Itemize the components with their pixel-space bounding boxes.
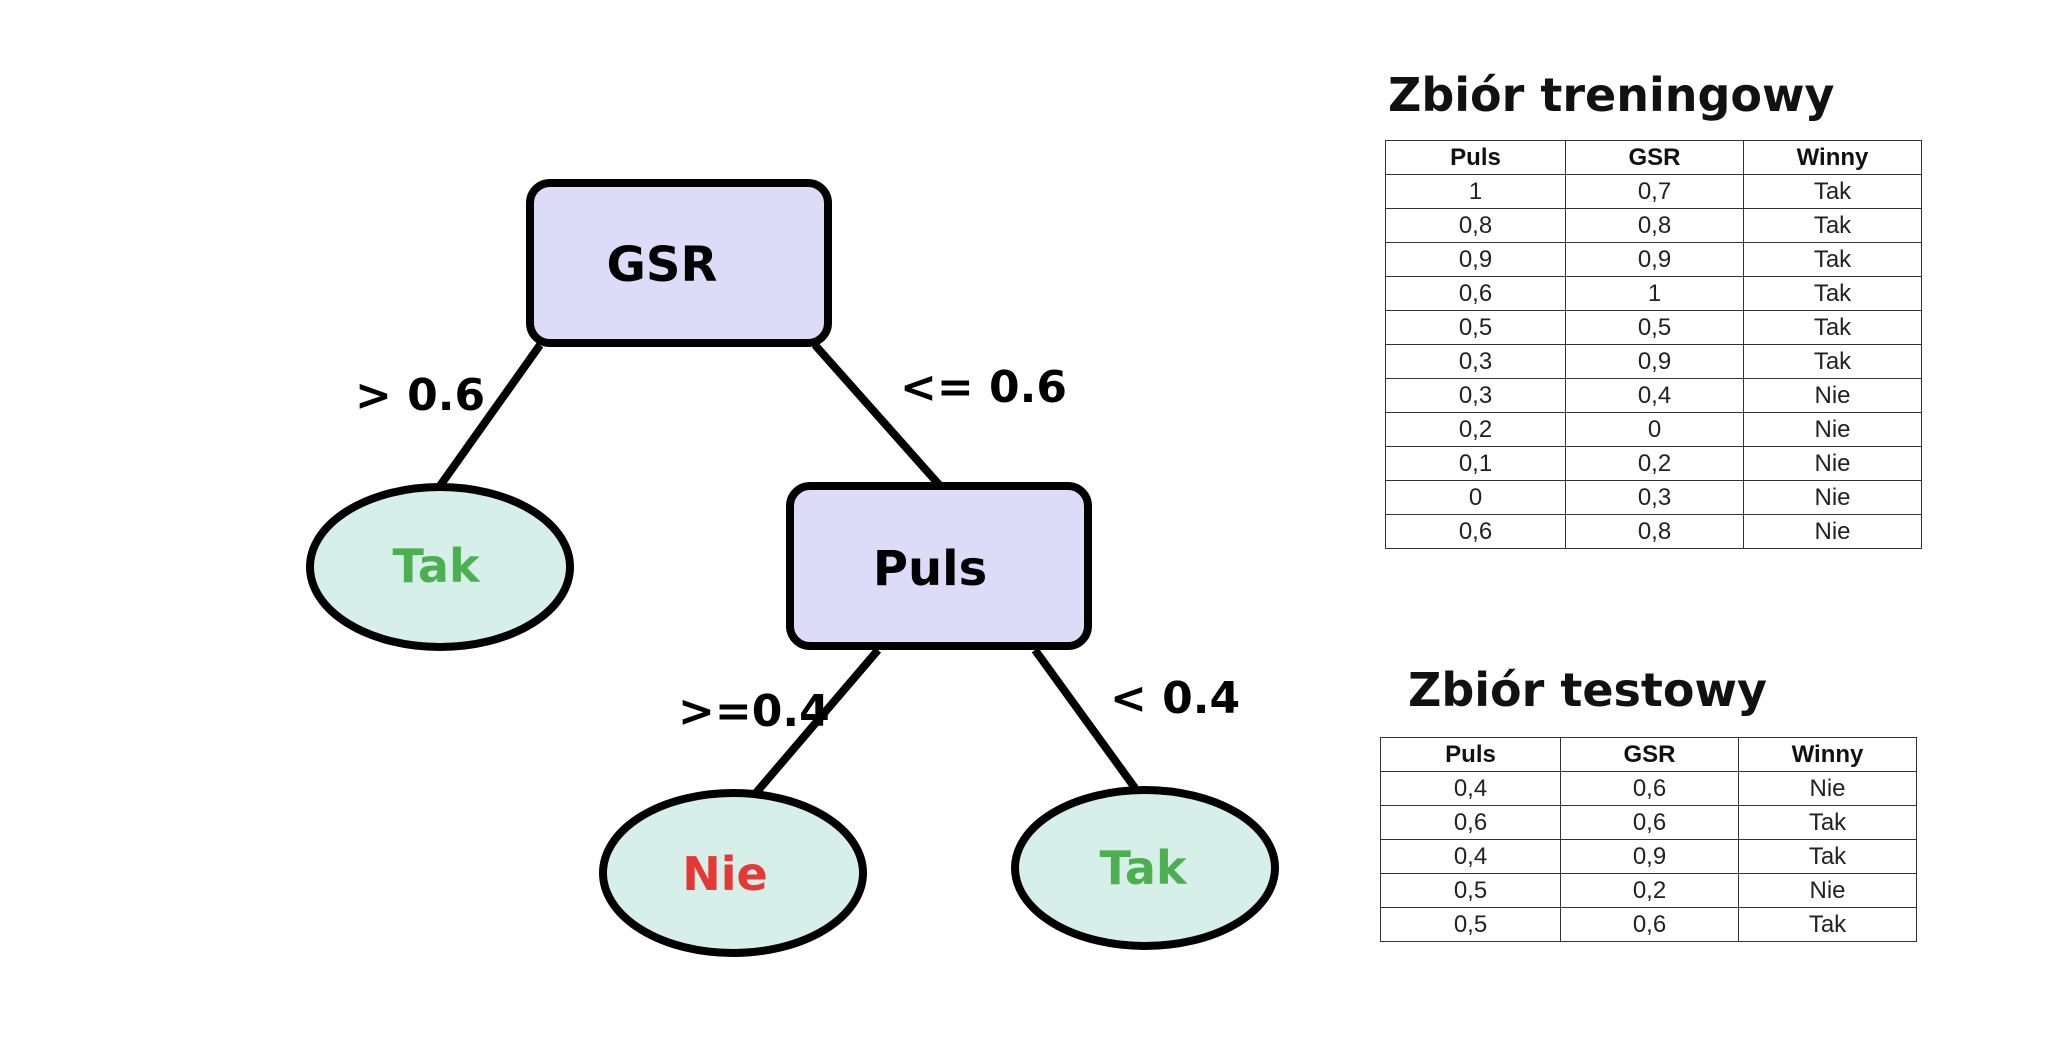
- column-header: Puls: [1380, 737, 1561, 772]
- table-cell: 0,8: [1565, 514, 1744, 549]
- edge-root-to-leaf-tak: [433, 342, 544, 493]
- table-cell: Tak: [1738, 805, 1917, 840]
- table-cell: 0,5: [1385, 310, 1566, 345]
- table-cell: 0,8: [1565, 208, 1744, 243]
- table-cell: 0,7: [1565, 174, 1744, 209]
- edge-label-gt-06: > 0.6: [355, 370, 485, 421]
- table-cell: 0,6: [1380, 805, 1561, 840]
- table-cell: 0,6: [1560, 907, 1739, 942]
- table-cell: Tak: [1743, 344, 1922, 379]
- table-cell: Tak: [1743, 242, 1922, 277]
- table-cell: 0,2: [1385, 412, 1566, 447]
- column-header: Winny: [1743, 140, 1922, 175]
- table-cell: Tak: [1738, 907, 1917, 942]
- edge-puls-to-leaf-nie: [751, 647, 882, 797]
- table-cell: Nie: [1743, 378, 1922, 413]
- leaf-tak-right-label: Tak: [1099, 841, 1187, 895]
- table-cell: 0,6: [1385, 276, 1566, 311]
- table-cell: 0,6: [1385, 514, 1566, 549]
- table-cell: 1: [1385, 174, 1566, 209]
- table-cell: 0,4: [1380, 771, 1561, 806]
- table-cell: 0,8: [1385, 208, 1566, 243]
- table-cell: 0,2: [1560, 873, 1739, 908]
- table-cell: Tak: [1738, 839, 1917, 874]
- table-cell: 0,4: [1565, 378, 1744, 413]
- table-cell: 1: [1565, 276, 1744, 311]
- leaf-tak-left-label: Tak: [392, 539, 480, 593]
- leaf-nie: Nie: [599, 789, 867, 957]
- column-header: GSR: [1560, 737, 1739, 772]
- table-cell: 0,3: [1385, 378, 1566, 413]
- table-cell: Tak: [1743, 310, 1922, 345]
- edge-puls-to-leaf-tak: [1031, 647, 1139, 791]
- column-header: Puls: [1385, 140, 1566, 175]
- table-cell: 0,3: [1385, 344, 1566, 379]
- table-cell: Tak: [1743, 174, 1922, 209]
- table-cell: 0,5: [1565, 310, 1744, 345]
- puls-node-label: Puls: [873, 541, 987, 597]
- edge-label-le-06: <= 0.6: [900, 362, 1067, 413]
- table-cell: 0,4: [1380, 839, 1561, 874]
- table-cell: 0: [1565, 412, 1744, 447]
- table-cell: 0,9: [1385, 242, 1566, 277]
- table-cell: 0,1: [1385, 446, 1566, 481]
- table-cell: 0,6: [1560, 771, 1739, 806]
- decision-tree: GSR Puls Tak Nie Tak > 0.6 <= 0.6 >=0.4 …: [306, 179, 1279, 957]
- table-cell: Nie: [1743, 480, 1922, 515]
- table-cell: 0,9: [1560, 839, 1739, 874]
- table-cell: 0: [1385, 480, 1566, 515]
- table-cell: Tak: [1743, 276, 1922, 311]
- table-cell: 0,6: [1560, 805, 1739, 840]
- testing-set-title: Zbiór testowy: [1408, 663, 1767, 717]
- leaf-nie-label: Nie: [682, 847, 767, 901]
- root-node-label: GSR: [607, 237, 718, 293]
- table-cell: 0,9: [1565, 344, 1744, 379]
- edge-label-ge-04: >=0.4: [678, 686, 830, 737]
- column-header: Winny: [1738, 737, 1917, 772]
- leaf-tak-left: Tak: [306, 483, 574, 651]
- table-cell: Tak: [1743, 208, 1922, 243]
- table-cell: Nie: [1738, 771, 1917, 806]
- table-cell: 0,5: [1380, 873, 1561, 908]
- table-cell: Nie: [1743, 514, 1922, 549]
- puls-node: Puls: [786, 482, 1092, 650]
- column-header: GSR: [1565, 140, 1744, 175]
- table-cell: Nie: [1743, 412, 1922, 447]
- leaf-tak-right: Tak: [1011, 786, 1279, 950]
- edge-label-lt-04: < 0.4: [1110, 673, 1240, 724]
- edge-root-to-puls: [812, 342, 945, 491]
- training-set-title: Zbiór treningowy: [1388, 68, 1835, 122]
- table-cell: Nie: [1738, 873, 1917, 908]
- table-cell: 0,9: [1565, 242, 1744, 277]
- root-node: GSR: [526, 179, 832, 347]
- table-cell: 0,2: [1565, 446, 1744, 481]
- table-cell: 0,3: [1565, 480, 1744, 515]
- table-cell: Nie: [1743, 446, 1922, 481]
- table-cell: 0,5: [1380, 907, 1561, 942]
